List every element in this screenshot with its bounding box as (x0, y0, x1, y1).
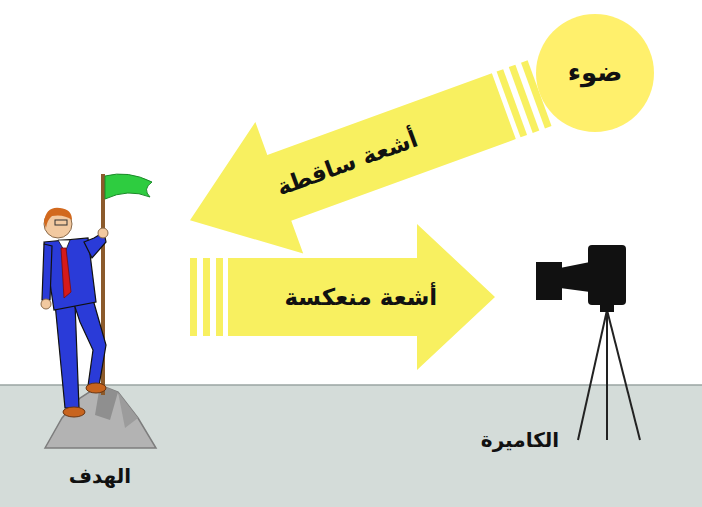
camera-figure (536, 245, 640, 440)
ray-arrow (228, 224, 495, 370)
hand (41, 299, 51, 309)
node-label: الكاميرة (455, 428, 585, 452)
leg (72, 296, 106, 386)
tripod-leg (606, 310, 608, 440)
target-figure (41, 174, 156, 448)
flag (105, 174, 152, 199)
camera-node: الكاميرة (495, 230, 655, 470)
ray-arrow-group (190, 60, 552, 253)
ray-label: أشعة ساقطة (273, 126, 421, 201)
shoe (63, 407, 85, 417)
hair (44, 208, 72, 228)
arm (42, 244, 52, 300)
tripod-leg (578, 310, 607, 440)
ground (0, 385, 702, 507)
target-node: الهدف (40, 170, 190, 495)
camera-body (588, 245, 626, 305)
ray-label: أشعة منعكسة (284, 284, 437, 310)
rock (45, 385, 156, 448)
camera-lens (560, 262, 590, 292)
leg (55, 303, 79, 408)
glasses (55, 220, 67, 225)
tripod-leg (607, 310, 640, 440)
hand (98, 228, 108, 238)
ray-tail-stripe (190, 258, 197, 336)
node-label: الهدف (40, 464, 160, 488)
shoe (86, 383, 106, 393)
camera-lens-hood (536, 262, 562, 300)
ray-arrow-group (190, 224, 495, 370)
node-label: ضوء (535, 57, 655, 87)
tie (61, 248, 71, 298)
ray-tail-stripe (203, 258, 210, 336)
ray-tail-stripe (216, 258, 223, 336)
light-circle (536, 14, 654, 132)
ray-arrow (190, 73, 516, 253)
rock-facet (118, 392, 138, 428)
light-source: ضوء (535, 13, 655, 133)
